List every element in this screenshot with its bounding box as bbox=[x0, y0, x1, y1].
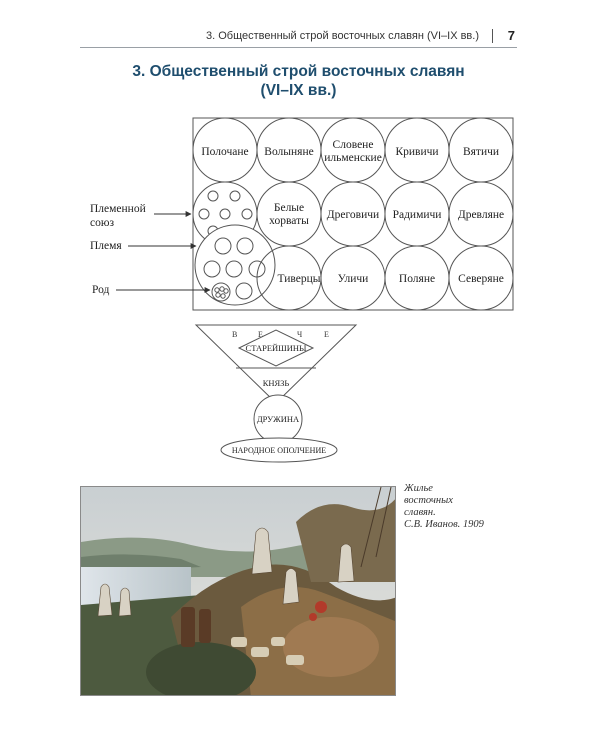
painting-image bbox=[81, 487, 395, 695]
elders-diamond bbox=[237, 329, 315, 367]
tribe-label: Кривичи bbox=[395, 146, 438, 158]
veche-letter: Е bbox=[324, 330, 329, 339]
page-title: 3. Общественный строй восточных славян (… bbox=[80, 62, 517, 100]
retinue-label: ДРУЖИНА bbox=[257, 414, 300, 424]
tribe-label: Поляне bbox=[399, 273, 435, 285]
veche-letter: В bbox=[232, 330, 237, 339]
illustration-caption: Жилье восточных славян. С.В. Иванов. 190… bbox=[404, 483, 524, 531]
veche-letter: Е bbox=[258, 330, 263, 339]
caption-line-1: Жилье bbox=[404, 483, 433, 494]
tribe-circle: Дреговичи bbox=[320, 181, 386, 247]
tribe-structure-circle bbox=[194, 224, 276, 306]
elders-label: СТАРЕЙШИНЫ bbox=[246, 343, 307, 353]
clan-circle bbox=[211, 282, 231, 302]
power-structure: В Е Ч Е СТАРЕЙШИНЫ КНЯЗЬ ДРУЖИНА НАРОДНО… bbox=[194, 324, 358, 463]
label-tribal-union: Племенной bbox=[90, 203, 146, 215]
tribe-label: Полочане bbox=[201, 146, 248, 158]
tribe-circle: Вятичи bbox=[448, 117, 514, 183]
prince-label: КНЯЗЬ bbox=[263, 378, 290, 388]
militia-label: НАРОДНОЕ ОПОЛЧЕНИЕ bbox=[232, 446, 326, 455]
page-number: 7 bbox=[507, 28, 515, 43]
tribe-label: Тиверцы bbox=[278, 273, 321, 285]
tribe-label: Уличи bbox=[338, 273, 369, 285]
label-clan: Род bbox=[92, 284, 110, 296]
header-separator bbox=[492, 29, 493, 43]
veche-letter: Ч bbox=[297, 330, 302, 339]
militia-ellipse bbox=[220, 437, 338, 463]
tribe-label: Древляне bbox=[458, 209, 504, 221]
tribe-circle: Поляне bbox=[384, 245, 450, 311]
page-title-line-2: (VI–IX вв.) bbox=[260, 82, 337, 99]
tribe-label: Дреговичи bbox=[327, 209, 379, 221]
caption-line-3: славян. bbox=[404, 507, 436, 518]
tribe-label: Вятичи bbox=[463, 146, 499, 158]
caption-line-2: восточных bbox=[404, 495, 453, 506]
running-title: 3. Общественный строй восточных славян (… bbox=[205, 30, 479, 42]
running-head: 3. Общественный строй восточных славян (… bbox=[80, 27, 517, 48]
tribe-label: Северяне bbox=[458, 273, 504, 285]
label-tribe: Племя bbox=[90, 240, 122, 252]
tribe-circle: Полочане bbox=[192, 117, 258, 183]
tribe-circle: Древляне bbox=[448, 181, 514, 247]
tribe-circle: Северяне bbox=[448, 245, 514, 311]
tribe-circle: Уличи bbox=[320, 245, 386, 311]
tribe-label: Радимичи bbox=[393, 209, 442, 221]
tribe-label: Волыняне bbox=[264, 146, 313, 158]
tribe-circle: Волыняне bbox=[256, 117, 322, 183]
tribe-circle: Радимичи bbox=[384, 181, 450, 247]
caption-line-4: С.В. Иванов. 1909 bbox=[404, 519, 484, 530]
page-title-line-1: 3. Общественный строй восточных славян bbox=[132, 63, 465, 80]
illustration-painting bbox=[80, 486, 396, 696]
label-tribal-union-2: союз bbox=[90, 217, 114, 229]
tribe-circle: Кривичи bbox=[384, 117, 450, 183]
